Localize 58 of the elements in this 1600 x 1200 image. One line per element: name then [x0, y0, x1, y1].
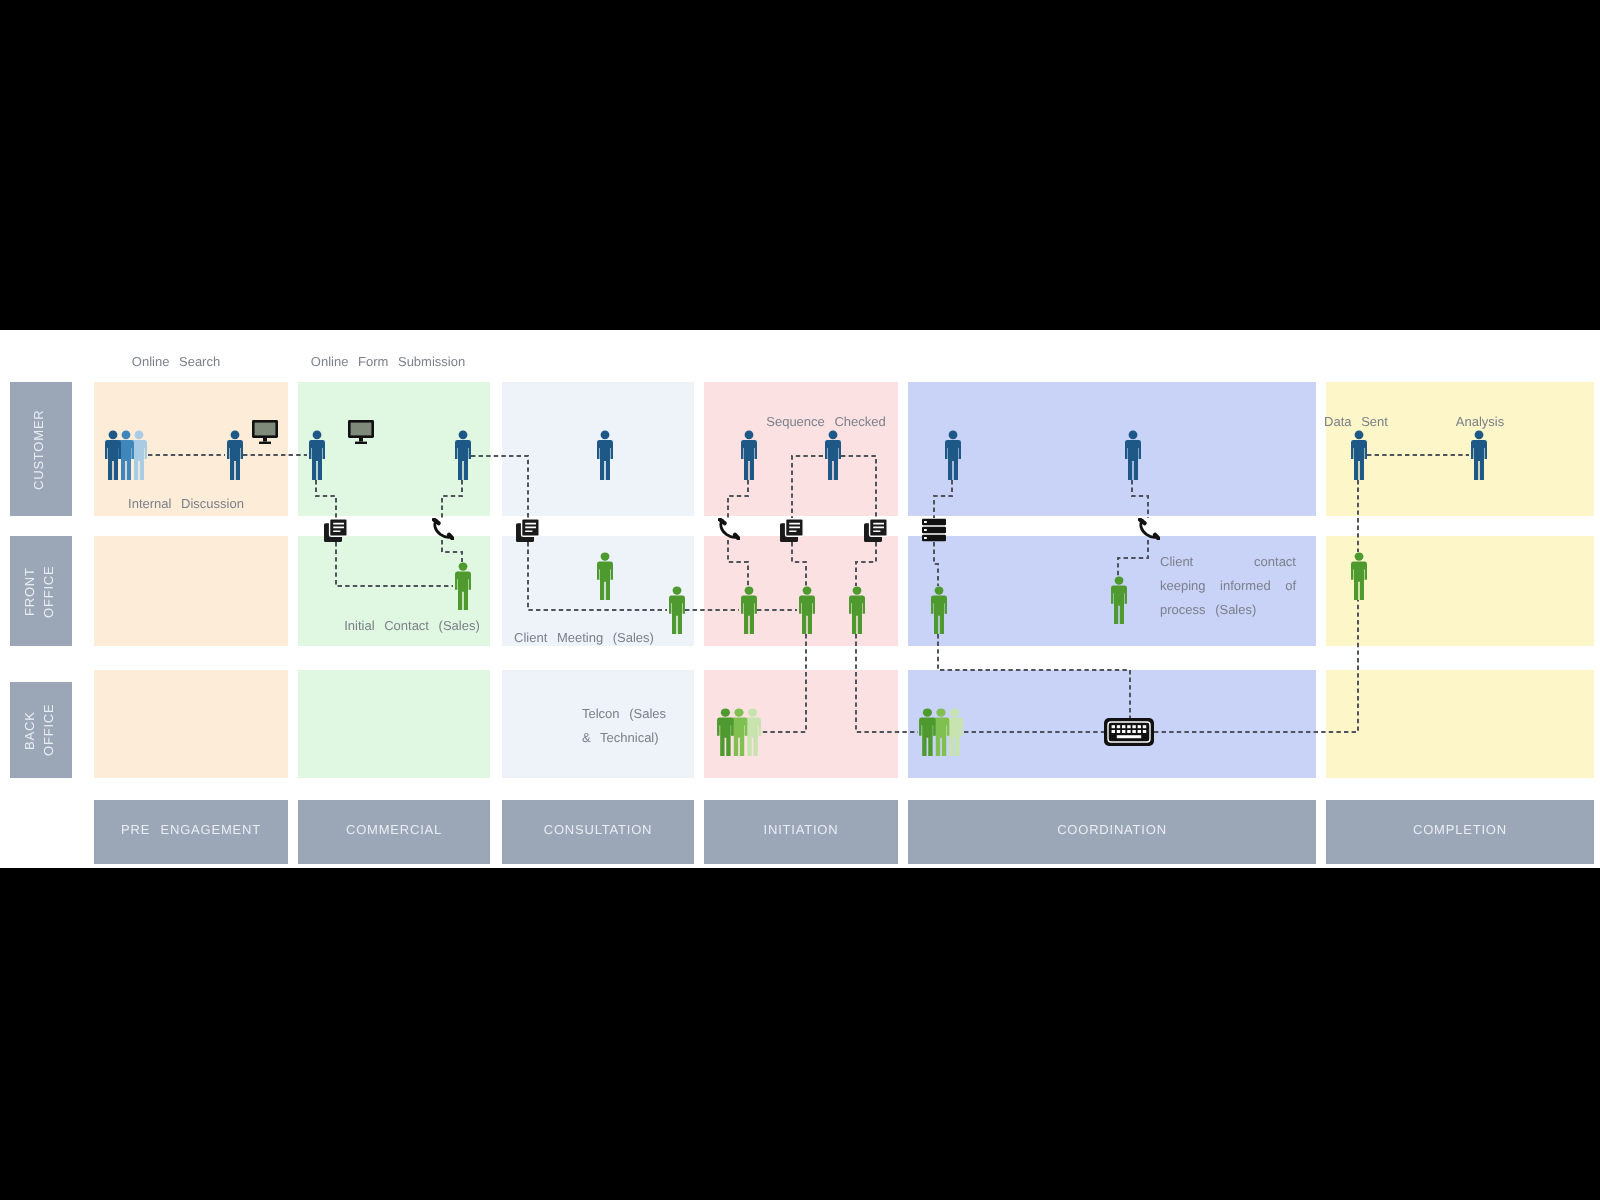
connector-line — [855, 633, 919, 733]
connector-line — [242, 454, 308, 456]
connector-line — [791, 541, 807, 587]
connector-line — [933, 479, 953, 519]
people-icon — [918, 708, 964, 756]
person-icon — [823, 430, 841, 480]
connector-line — [441, 539, 463, 563]
document-icon — [516, 518, 540, 542]
connector-line — [1357, 479, 1359, 553]
person-icon — [595, 552, 613, 600]
connector-line — [933, 541, 939, 587]
connector-line — [684, 609, 740, 611]
connector-line — [527, 541, 668, 611]
people-icon — [716, 708, 762, 756]
person-icon — [739, 430, 757, 480]
keyboard-icon — [1104, 718, 1154, 746]
person-icon — [797, 586, 815, 634]
phone-icon — [718, 518, 740, 540]
phone-icon — [1138, 518, 1160, 540]
connector-line — [1153, 599, 1359, 733]
connector-line — [335, 541, 454, 587]
connector-line — [855, 541, 877, 587]
person-icon — [929, 586, 947, 634]
connector-line — [1366, 454, 1470, 456]
person-icon — [667, 586, 685, 634]
document-icon — [864, 518, 888, 542]
person-icon — [847, 586, 865, 634]
connector-line — [441, 479, 463, 519]
people-icon — [104, 430, 148, 480]
phone-icon — [432, 518, 454, 540]
person-icon — [943, 430, 961, 480]
connector-line — [727, 479, 749, 519]
connector-line — [963, 731, 1105, 733]
person-icon — [1109, 576, 1127, 624]
person-icon — [453, 562, 471, 610]
connector-line — [147, 454, 226, 456]
list-icon — [922, 518, 946, 542]
connector-line — [761, 633, 807, 733]
person-icon — [595, 430, 613, 480]
document-icon — [780, 518, 804, 542]
document-icon — [324, 518, 348, 542]
person-icon — [307, 430, 325, 480]
person-icon — [225, 430, 243, 480]
connector-line — [727, 539, 749, 587]
connector-line — [315, 479, 337, 519]
connector-line — [756, 609, 798, 611]
connector-line — [1131, 479, 1149, 519]
connector-line — [1117, 539, 1149, 577]
connector-line — [937, 633, 1131, 719]
person-icon — [1469, 430, 1487, 480]
person-icon — [1349, 430, 1367, 480]
person-icon — [1349, 552, 1367, 600]
connector-line — [470, 455, 529, 519]
connector-line — [791, 455, 824, 519]
connector-line — [840, 455, 877, 519]
person-icon — [739, 586, 757, 634]
person-icon — [1123, 430, 1141, 480]
person-icon — [453, 430, 471, 480]
